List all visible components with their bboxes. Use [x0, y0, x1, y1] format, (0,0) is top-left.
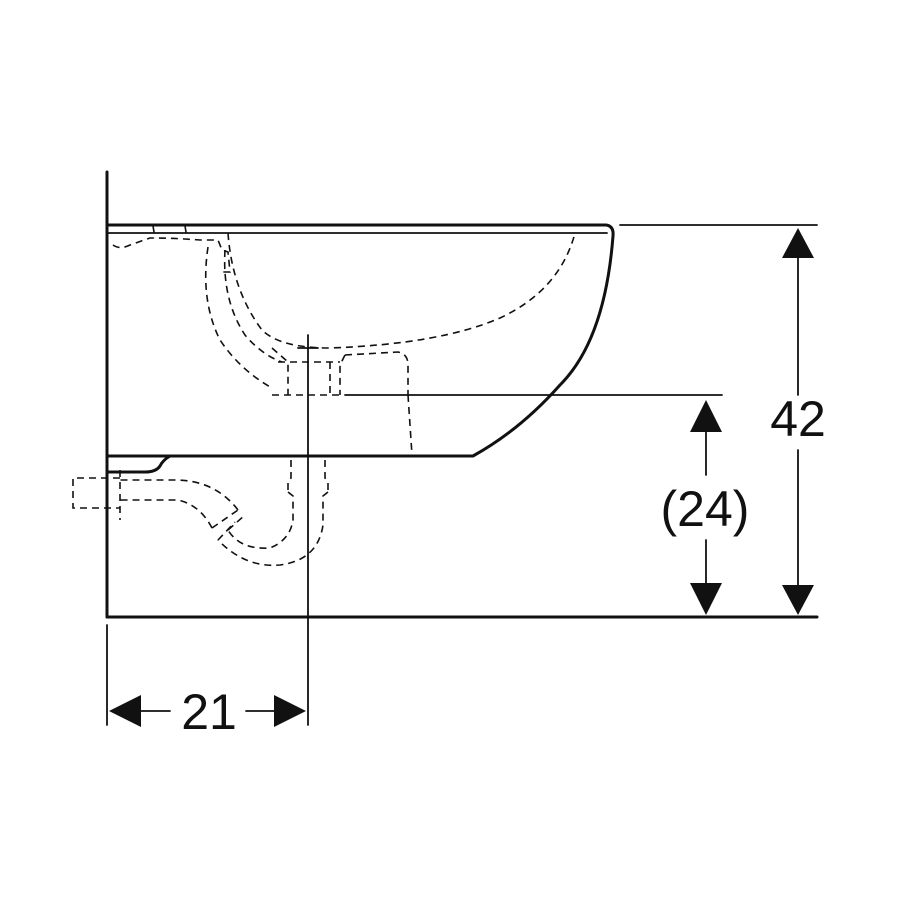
- dimension-label-42: 42: [770, 391, 826, 447]
- dimension-overall-height: 42: [770, 228, 826, 615]
- arrow-up: [782, 228, 814, 258]
- inner-channel-hidden: [204, 246, 273, 389]
- bowl-outline: [105, 223, 615, 458]
- dimension-label-21: 21: [181, 684, 237, 740]
- dimension-rim-height: (24): [661, 400, 750, 615]
- arrow-right: [274, 695, 306, 727]
- waste-inlet-hidden: [287, 460, 329, 492]
- rim-flush-hidden-2: [152, 225, 188, 239]
- inner-channel-hidden-2: [223, 249, 283, 363]
- waste-neck-hidden: [217, 491, 329, 567]
- arrow-down: [690, 583, 722, 615]
- arrow-up: [690, 400, 722, 432]
- outlet-body-hidden: [407, 394, 413, 456]
- wall-pipe-hidden: [72, 470, 121, 520]
- base-foot: [105, 454, 172, 474]
- dimension-wall-to-outlet: 21: [109, 684, 306, 740]
- rim-flush-hidden: [112, 237, 231, 273]
- arrow-left: [109, 695, 141, 727]
- dimension-label-24: (24): [661, 481, 750, 537]
- trap-pipe-hidden: [120, 479, 239, 529]
- outlet-spigot-hidden: [271, 347, 346, 395]
- bowl-interior-hidden: [227, 232, 576, 349]
- trap-bend-hidden: [211, 509, 246, 541]
- arrow-down: [782, 585, 814, 615]
- outlet-rim-hidden: [278, 351, 409, 395]
